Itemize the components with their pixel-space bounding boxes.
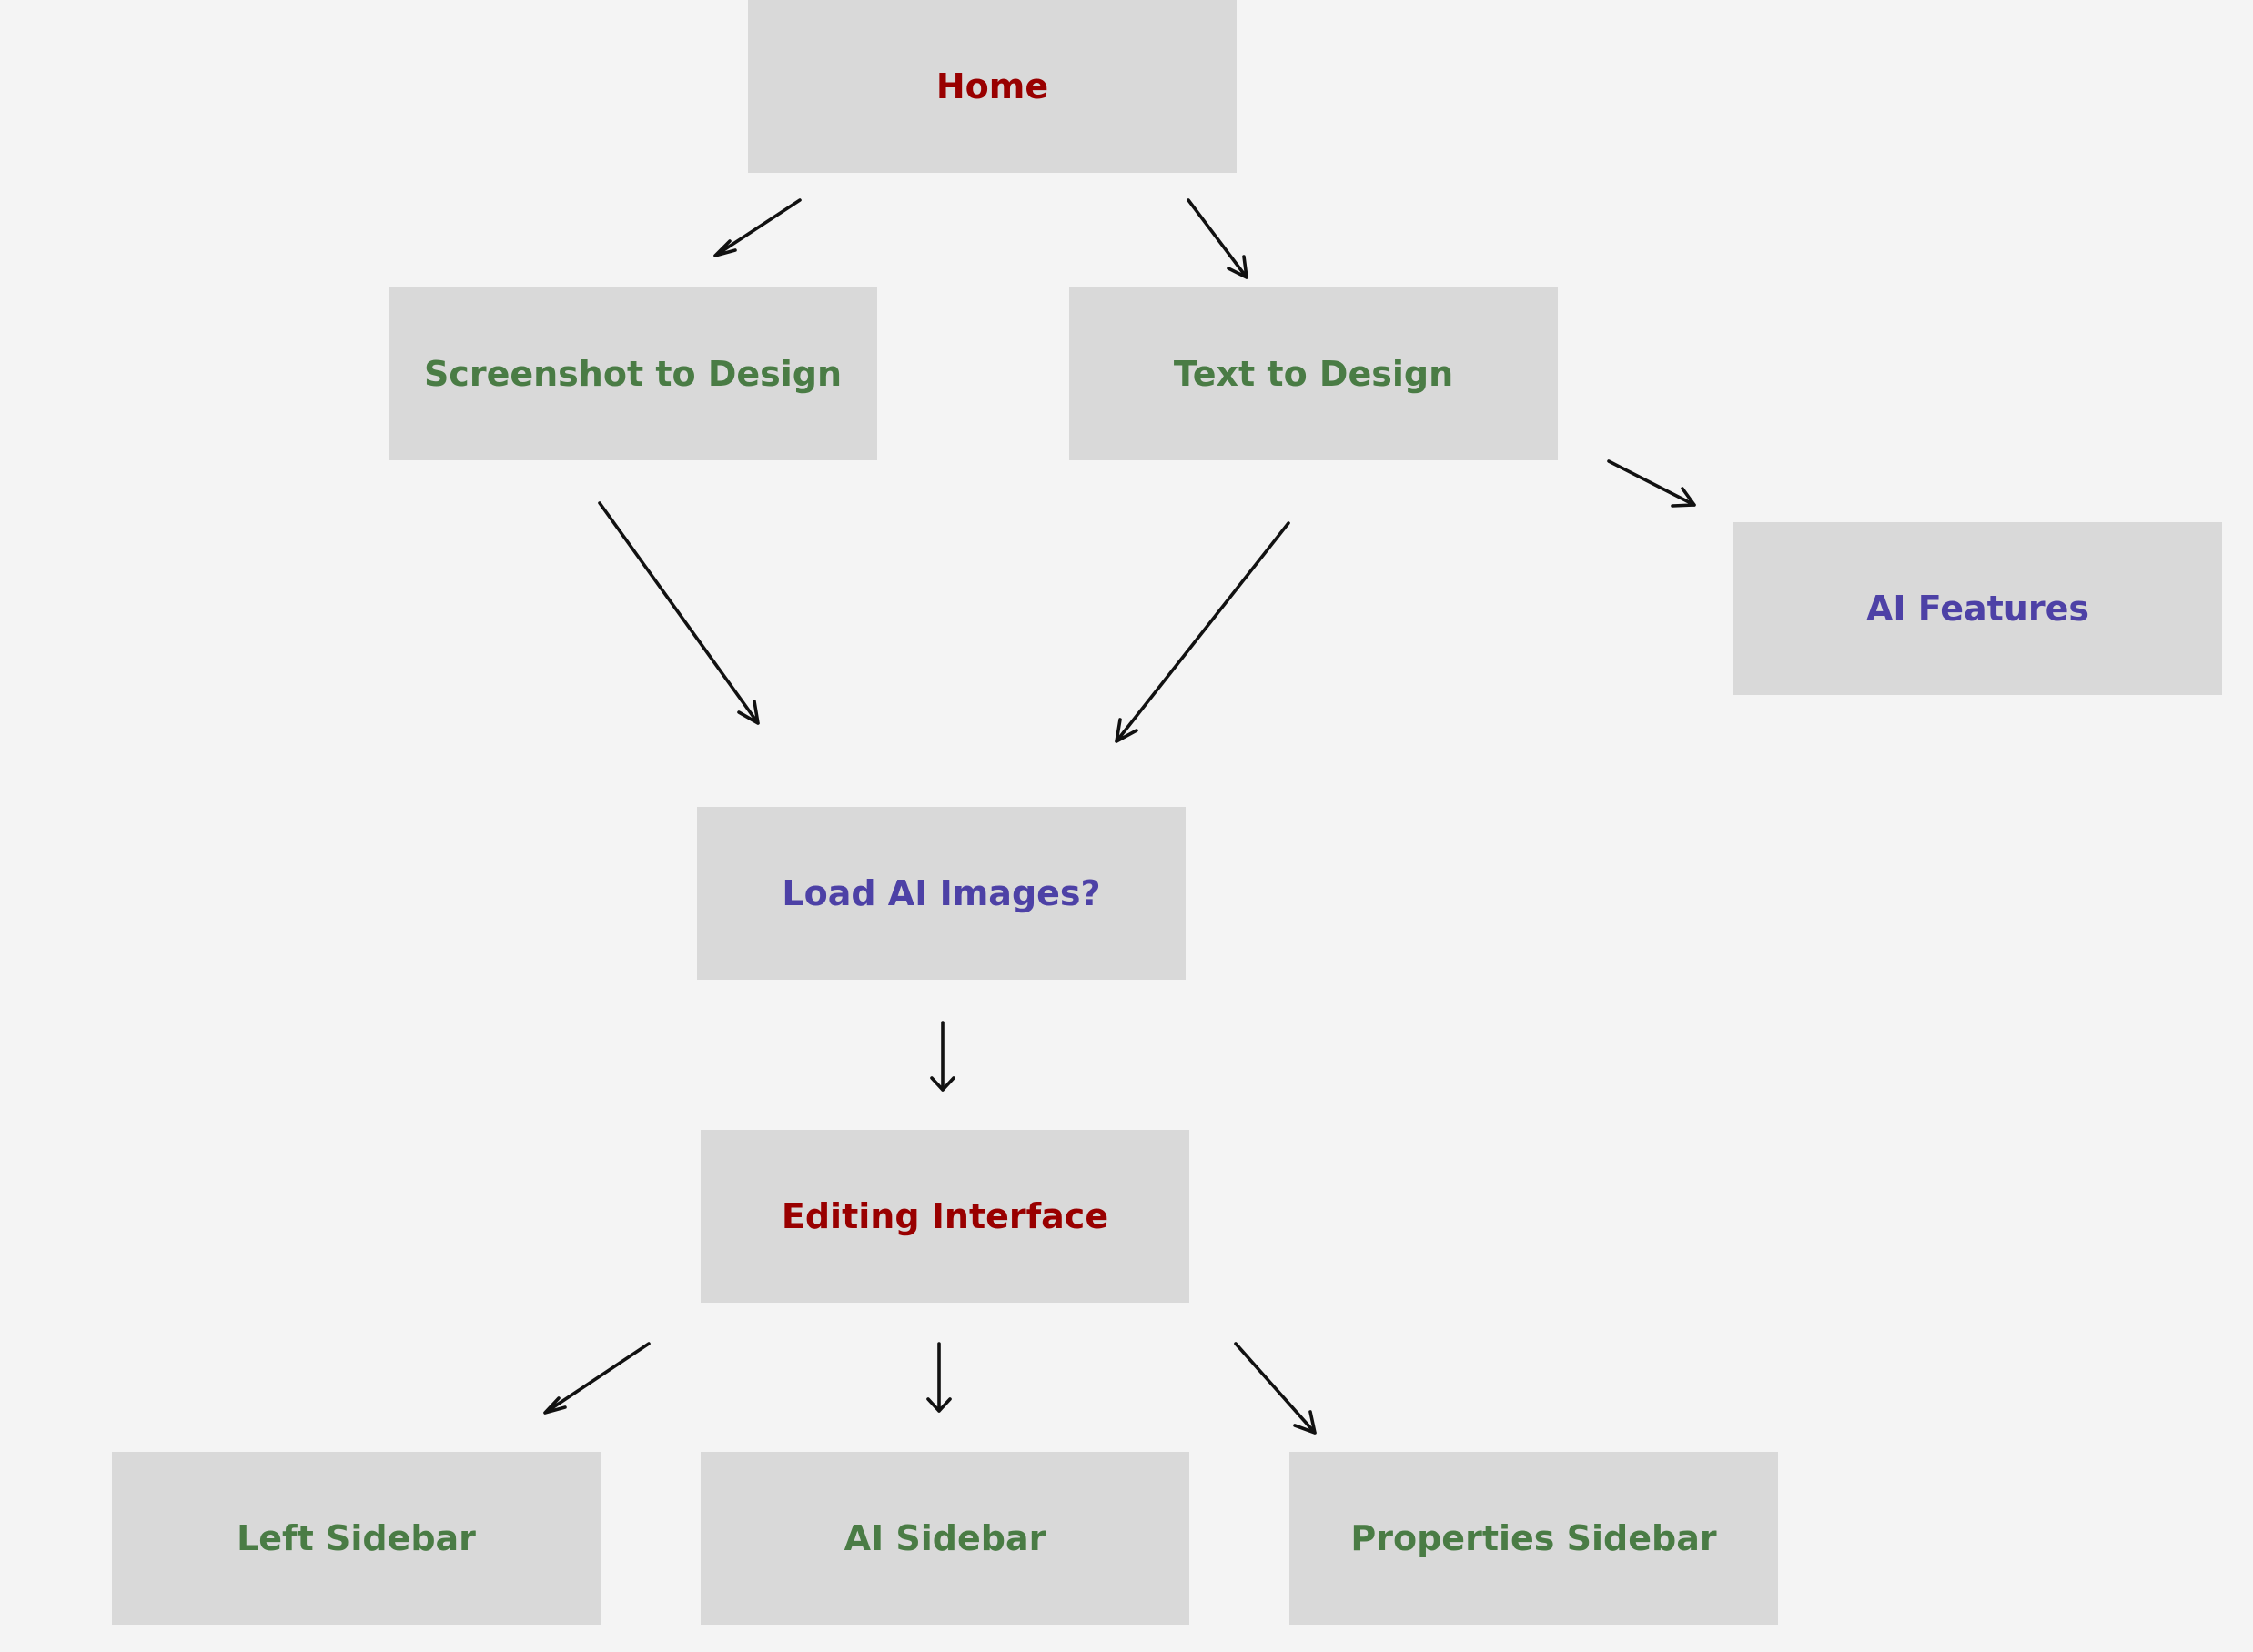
node-ai-features-label: AI Features [1866,589,2089,629]
node-ai-sidebar-label: AI Sidebar [844,1518,1046,1558]
node-home: Home [748,0,1237,173]
arrow-text-to-ai-features [1607,459,1696,508]
node-load-ai-images-label: Load AI Images? [782,873,1101,913]
node-ai-sidebar: AI Sidebar [701,1452,1189,1625]
arrow-editing-to-left-sidebar [543,1342,651,1415]
arrow-text-to-load [1115,521,1290,743]
node-properties-sidebar-label: Properties Sidebar [1350,1518,1717,1558]
node-load-ai-images: Load AI Images? [697,807,1186,980]
node-screenshot-to-design: Screenshot to Design [389,287,877,460]
node-text-to-design: Text to Design [1069,287,1558,460]
node-properties-sidebar: Properties Sidebar [1289,1452,1778,1625]
node-home-label: Home [935,66,1049,106]
node-screenshot-to-design-label: Screenshot to Design [423,354,843,394]
arrow-editing-to-properties-sidebar [1234,1342,1317,1435]
arrow-load-to-editing [930,1021,955,1092]
node-left-sidebar-label: Left Sidebar [237,1518,476,1558]
arrow-home-to-screenshot [713,198,802,257]
node-editing-interface: Editing Interface [701,1130,1189,1303]
node-ai-features: AI Features [1733,522,2222,695]
arrow-screenshot-to-load [598,501,760,725]
arrow-editing-to-ai-sidebar [926,1342,952,1413]
arrow-home-to-text [1187,198,1248,279]
node-editing-interface-label: Editing Interface [781,1196,1109,1236]
node-text-to-design-label: Text to Design [1173,354,1454,394]
node-left-sidebar: Left Sidebar [112,1452,601,1625]
